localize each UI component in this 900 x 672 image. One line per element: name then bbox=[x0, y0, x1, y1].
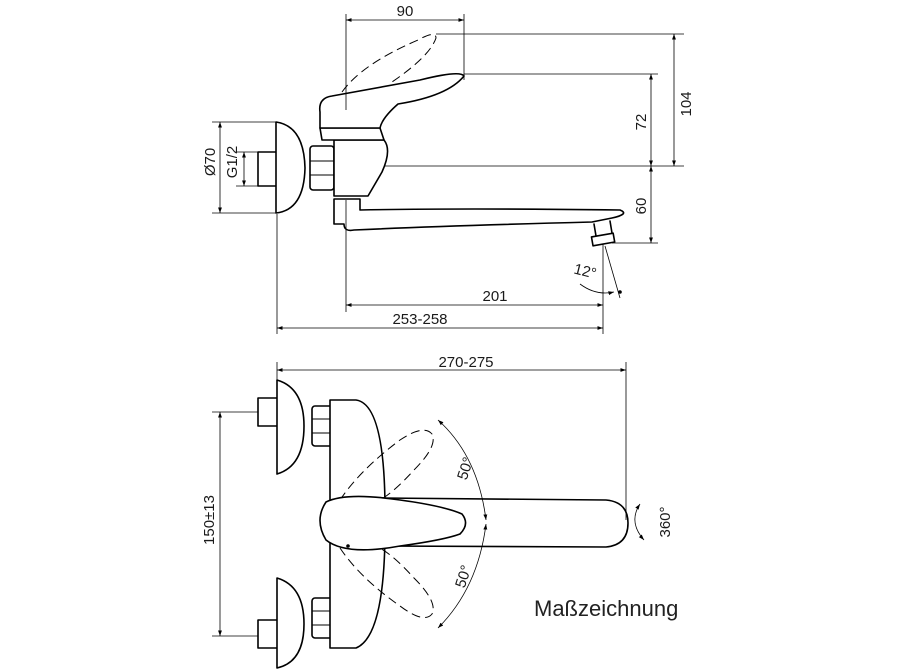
dim-150-label: 150±13 bbox=[201, 495, 218, 545]
dim-104-label: 104 bbox=[678, 91, 695, 116]
side-lever-raised-position bbox=[341, 34, 437, 93]
dim-g12-label: G1/2 bbox=[224, 146, 241, 179]
side-valve-body bbox=[333, 139, 389, 197]
top-dimensions: 270-275 150±13 50° 50° 360° bbox=[201, 354, 674, 637]
dim-90-label: 90 bbox=[397, 3, 414, 20]
drawing-caption: Maßzeichnung bbox=[534, 596, 679, 621]
dim-253-258-label: 253-258 bbox=[392, 311, 447, 328]
side-hex-nut bbox=[309, 145, 335, 191]
dim-d70-label: Ø70 bbox=[202, 148, 219, 176]
dim-72-label: 72 bbox=[633, 114, 650, 131]
side-dimensions: 90 104 72 60 201 253-258 12° Ø70 bbox=[202, 3, 695, 334]
dim-360deg-label: 360° bbox=[657, 506, 674, 537]
top-lever-swing-up bbox=[339, 429, 434, 501]
top-lever-swing-down bbox=[339, 547, 434, 619]
dim-201-label: 201 bbox=[482, 288, 507, 305]
dim-12deg-label: 12° bbox=[572, 261, 598, 283]
dim-50deg-down-label: 50° bbox=[452, 563, 475, 590]
top-lower-rosette bbox=[276, 577, 305, 669]
side-lever-handle bbox=[318, 72, 465, 129]
dim-270-275-label: 270-275 bbox=[438, 354, 493, 371]
side-aerator bbox=[590, 232, 616, 247]
side-rosette bbox=[275, 121, 306, 214]
top-view bbox=[257, 379, 629, 669]
dim-50deg-up-label: 50° bbox=[454, 455, 477, 482]
dim-60-label: 60 bbox=[633, 198, 650, 215]
side-view bbox=[257, 34, 625, 247]
side-spout bbox=[333, 198, 625, 232]
top-upper-rosette bbox=[276, 379, 305, 475]
